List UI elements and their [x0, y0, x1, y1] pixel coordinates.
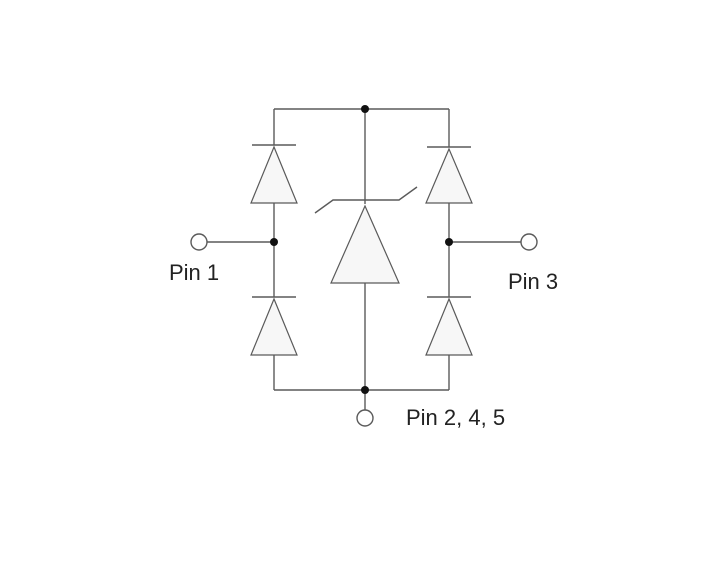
pin3-label: Pin 3 [508, 269, 558, 294]
left-top-diode [250, 144, 298, 204]
right-bottom-diode-triangle [425, 297, 473, 356]
center-tvs-diode-cathode-bar [314, 186, 418, 214]
right-top-diode-triangle [425, 147, 473, 204]
left-junction-node [270, 238, 278, 246]
pin1-terminal [190, 233, 208, 251]
left-bottom-diode [250, 296, 298, 356]
bottom-junction-node [361, 386, 369, 394]
right-top-diode [425, 146, 473, 204]
pin3-terminal [520, 233, 538, 251]
right-bottom-diode [425, 296, 473, 356]
right-junction-node [445, 238, 453, 246]
left-top-diode-triangle [250, 145, 298, 204]
left-bottom-diode-triangle [250, 297, 298, 356]
center-tvs-diode [314, 186, 418, 284]
center-tvs-diode-triangle [330, 204, 400, 284]
pin245-terminal [356, 409, 374, 427]
top-junction-node [361, 105, 369, 113]
pin245-label: Pin 2, 4, 5 [406, 405, 505, 430]
pin1-label: Pin 1 [169, 260, 219, 285]
